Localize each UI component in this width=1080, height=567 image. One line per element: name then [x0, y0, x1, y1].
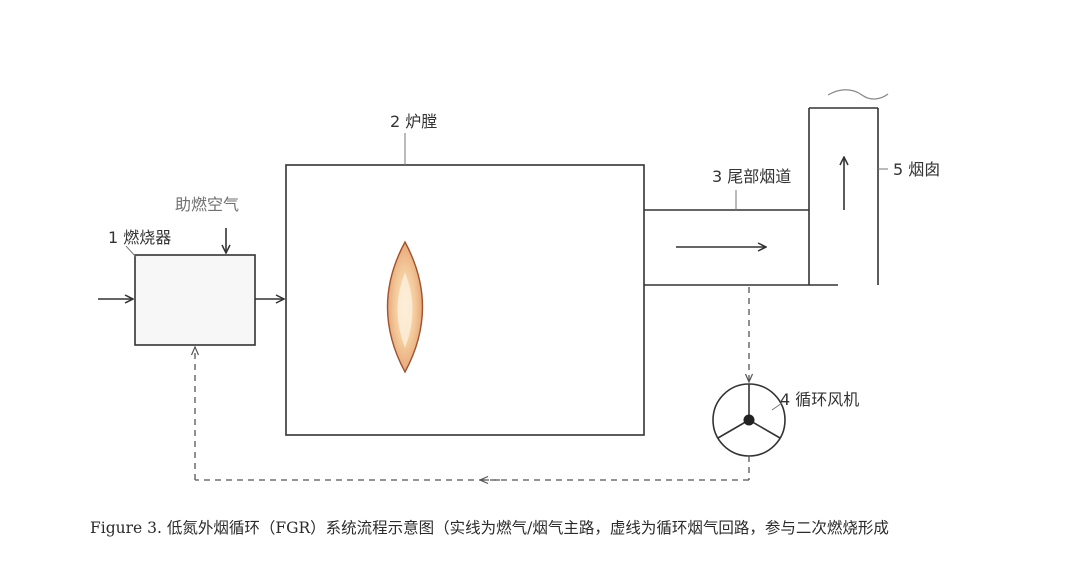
flame-core — [397, 272, 413, 348]
furnace-box — [285, 164, 645, 436]
fan-hub — [743, 414, 755, 426]
fan-blade-left — [717, 419, 750, 439]
air-label: 助燃空气 — [175, 195, 239, 214]
burner-leader — [125, 245, 137, 258]
figure-caption: Figure 3. 低氮外烟循环（FGR）系统流程示意图（实线为燃气/烟气主路，… — [90, 519, 889, 537]
burner-label: 1 燃烧器 — [108, 228, 171, 247]
fan-leader — [771, 402, 783, 411]
flue-label: 3 尾部烟道 — [712, 167, 791, 186]
chimney-label: 5 烟囱 — [893, 160, 940, 179]
furnace-label: 2 炉膛 — [390, 112, 437, 131]
fan-blade-right — [748, 419, 781, 439]
fan-label: 4 循环风机 — [780, 390, 859, 409]
burner-box — [134, 254, 256, 346]
smoke-icon — [827, 89, 889, 100]
